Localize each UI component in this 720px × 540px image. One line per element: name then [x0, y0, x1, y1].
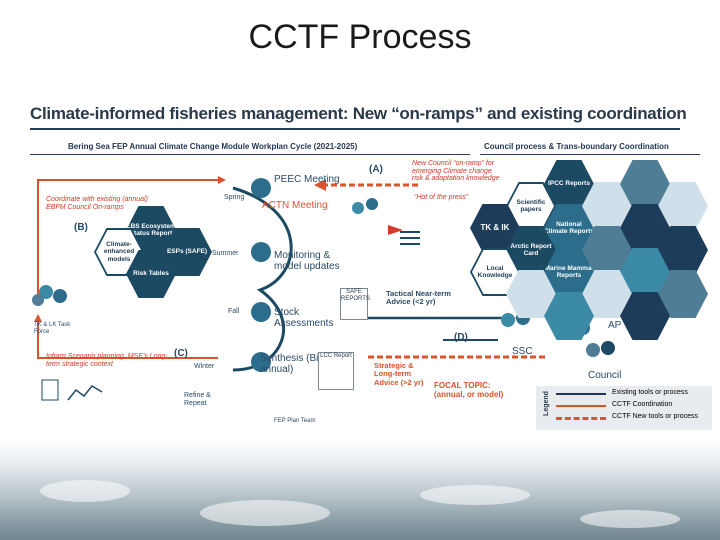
stock-label: Stock Assessments — [274, 307, 334, 329]
coordination-arrow-bottom — [34, 314, 42, 322]
marker-d: (D) — [454, 332, 468, 343]
actn-person-2 — [366, 198, 378, 210]
legend-existing: Existing tools or process — [612, 389, 688, 396]
legend-coordination: CCTF Coordination — [612, 401, 673, 408]
spring-node — [251, 178, 271, 198]
winter-label: Winter — [194, 363, 215, 370]
legend-new-line — [556, 417, 606, 420]
actn-meeting: ACTN Meeting — [262, 200, 328, 211]
fall-label: Fall — [228, 308, 240, 315]
subtitle-rule-left — [30, 154, 470, 155]
ice-floe — [200, 500, 330, 526]
scenario-note: Inform Scenario planning, MSE’s Long-ter… — [46, 353, 168, 368]
hot-press-note: “Hot of the press” — [414, 194, 469, 201]
task-force-person-1 — [39, 285, 53, 299]
report-chart-icon — [41, 379, 59, 401]
summer-label: Summer — [212, 250, 239, 257]
marker-c: (C) — [174, 348, 188, 359]
ssc-person-1 — [501, 313, 515, 327]
actn-person-1 — [352, 202, 364, 214]
ice-floe — [40, 480, 130, 502]
council-person-2 — [601, 341, 615, 355]
fep-team-label: FEP Plan Team — [274, 418, 316, 424]
coordination-arrow-top — [218, 176, 226, 184]
synthesis-label: Synthesis (Bi-annual) — [260, 353, 322, 375]
ice-floe — [580, 510, 680, 528]
subtitle-rule-right — [480, 154, 700, 155]
ap-label: AP — [608, 320, 622, 331]
refine-label: Refine & Repeat — [184, 392, 211, 407]
process-figure: Climate-informed fisheries management: N… — [28, 100, 718, 430]
ssc-label: SSC — [512, 346, 533, 357]
cycle-arc — [232, 186, 293, 372]
legend-existing-line — [556, 393, 606, 395]
ice-floe — [420, 485, 530, 505]
legend-title: Legend — [542, 391, 550, 416]
legend: Legend Existing tools or process CCTF Co… — [536, 386, 712, 430]
flag-icon — [388, 225, 403, 235]
tactical-advice: Tactical Near-term Advice (<2 yr) — [386, 289, 451, 307]
cycle-connectors — [32, 176, 615, 401]
slide-title: CCTF Process — [248, 18, 472, 56]
title-rule — [30, 128, 680, 130]
task-force-label: TK & LK Task Force — [34, 322, 71, 335]
peec-meeting: PEEC Meeting — [274, 174, 340, 185]
fall-node — [251, 302, 271, 322]
council-person-1 — [586, 343, 600, 357]
marker-a: (A) — [369, 164, 383, 175]
focal-topic: FOCAL TOPIC: (annual, or model) — [434, 381, 504, 399]
task-force-person-3 — [32, 294, 44, 306]
coordination-line-bottom — [37, 320, 218, 359]
monitoring-label: Monitoring & model updates — [274, 250, 340, 272]
workplan-subtitle: Bering Sea FEP Annual Climate Change Mod… — [68, 142, 358, 151]
trend-line-icon — [67, 385, 103, 401]
council-subtitle: Council process & Trans-boundary Coordin… — [484, 142, 669, 151]
marker-b: (B) — [74, 222, 88, 233]
legend-coordination-line — [556, 405, 606, 407]
summer-node — [251, 242, 271, 262]
task-force-person-2 — [53, 289, 67, 303]
lcc-report-doc: LCC Report — [318, 352, 354, 390]
council-label: Council — [588, 370, 622, 381]
spring-label: Spring — [224, 194, 245, 201]
safe-reports-doc: SAFE REPORTS — [340, 288, 370, 320]
figure-title: Climate-informed fisheries management: N… — [30, 104, 687, 123]
coordinate-note: Coordinate with existing (annual) EBFM C… — [46, 196, 148, 211]
legend-new: CCTF New tools or process — [612, 413, 698, 420]
new-onramp-arrowhead — [314, 179, 326, 191]
new-council-note: New Council “on-ramp” for emerging Clima… — [412, 160, 500, 183]
winter-node — [251, 352, 271, 372]
ice-footer — [0, 440, 720, 540]
strategic-advice: Strategic & Long-term Advice (>2 yr) — [374, 361, 424, 387]
coordination-line-top — [37, 179, 218, 300]
